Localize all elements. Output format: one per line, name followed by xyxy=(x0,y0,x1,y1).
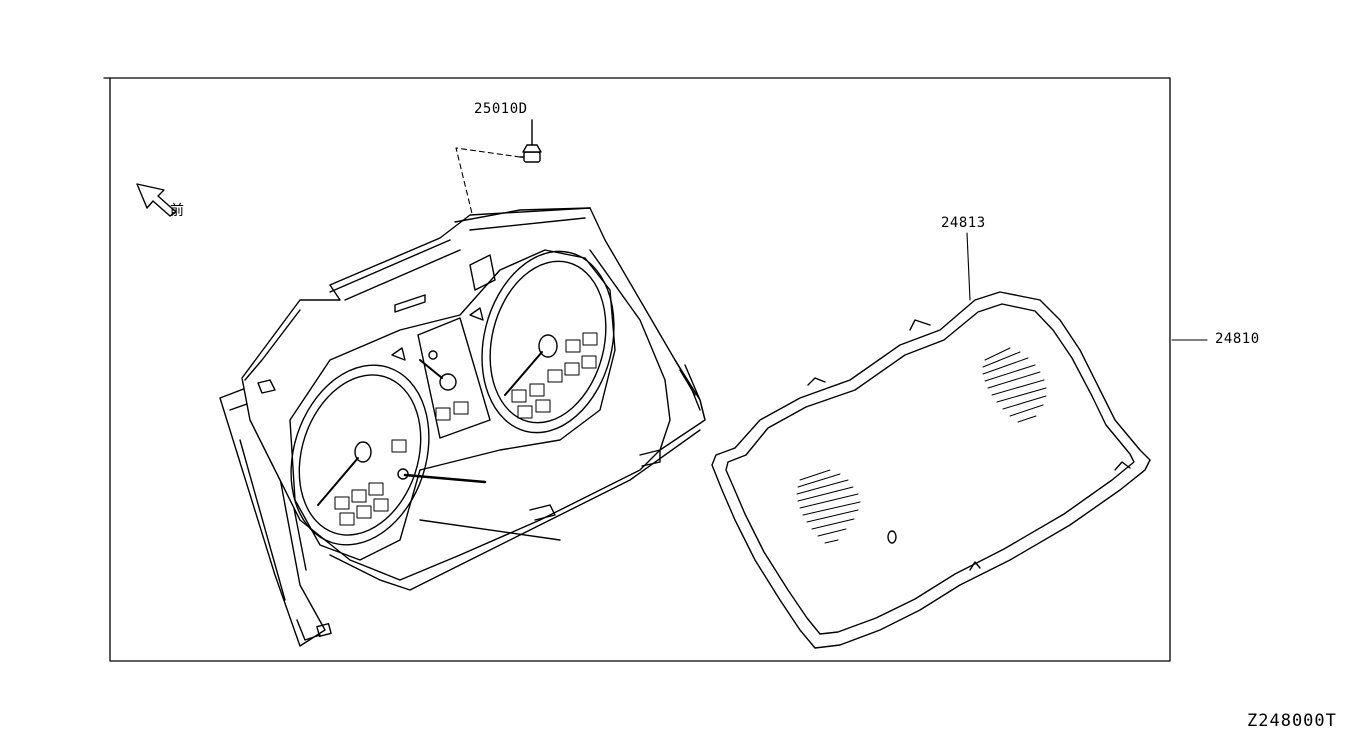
leader-lines xyxy=(966,232,1208,341)
diagram-id: Z248000T xyxy=(1247,711,1337,731)
part-number-cover: 24813 xyxy=(941,215,986,231)
screw-leader-line xyxy=(455,147,521,239)
part-number-screw: 25010D xyxy=(474,101,528,117)
front-arrow-icon xyxy=(136,183,177,217)
screw-part xyxy=(519,119,542,163)
diagram-frame xyxy=(103,77,1171,662)
combination-meter xyxy=(219,207,706,647)
meter-cover xyxy=(711,291,1151,649)
part-number-assembly: 24810 xyxy=(1215,331,1260,347)
front-direction-label: 前 xyxy=(170,203,185,219)
